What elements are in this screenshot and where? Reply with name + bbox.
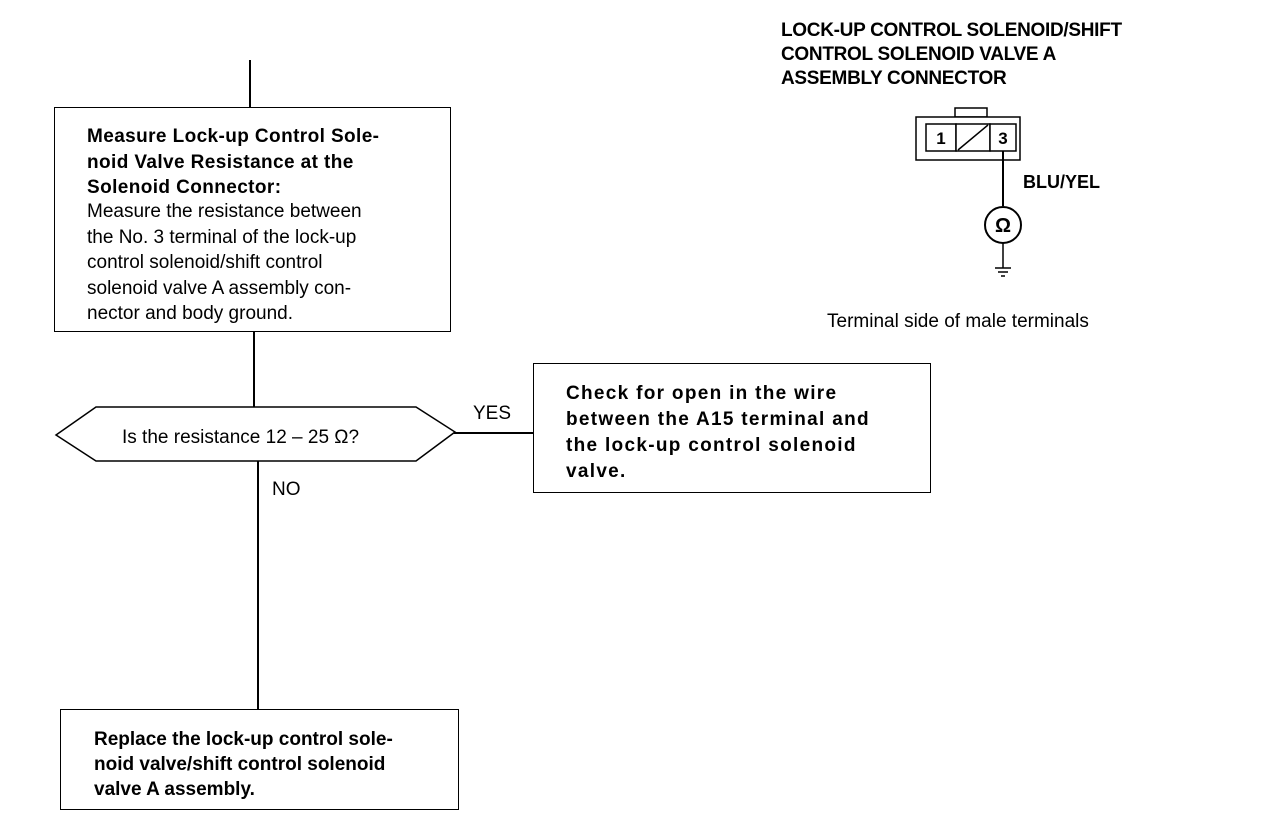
blank-terminal-slash bbox=[957, 124, 989, 151]
yes-result-text: Check for open in the wire between the A… bbox=[566, 381, 870, 485]
connector-title-line: LOCK-UP CONTROL SOLENOID/SHIFT bbox=[781, 20, 1122, 41]
connector-title-line: CONTROL SOLENOID VALVE A bbox=[781, 44, 1056, 65]
yes-result-line: valve. bbox=[566, 461, 627, 482]
measure-body-line: the No. 3 terminal of the lock-up bbox=[87, 226, 357, 248]
measure-to-decision-line bbox=[253, 331, 255, 409]
no-label: NO bbox=[272, 479, 301, 500]
yes-result-line: the lock-up control solenoid bbox=[566, 435, 857, 456]
no-result-text: Replace the lock-up control sole- noid v… bbox=[94, 727, 393, 802]
yes-result-box: Check for open in the wire between the A… bbox=[533, 363, 931, 493]
measure-body-line: control solenoid/shift control bbox=[87, 252, 323, 273]
measure-step-body: Measure the resistance between the No. 3… bbox=[87, 199, 362, 327]
connector-lock-tab bbox=[954, 107, 988, 118]
measure-title-line: Measure Lock-up Control Sole- bbox=[87, 126, 380, 147]
yes-flow-line bbox=[454, 432, 534, 434]
ohmmeter-symbol: Ω bbox=[995, 215, 1011, 237]
measure-body-line: Measure the resistance between bbox=[87, 201, 362, 222]
connector-title: LOCK-UP CONTROL SOLENOID/SHIFT CONTROL S… bbox=[781, 19, 1122, 91]
terminal-3-label: 3 bbox=[998, 129, 1007, 148]
measure-title-line: Solenoid Connector: bbox=[87, 177, 282, 198]
no-result-line: valve A assembly. bbox=[94, 779, 255, 800]
terminal-1-label: 1 bbox=[936, 129, 945, 148]
measure-body-line: solenoid valve A assembly con- bbox=[87, 277, 352, 299]
connector-diagram: 1 3 Ω bbox=[915, 107, 1022, 277]
decision-question: Is the resistance 12 – 25 Ω? bbox=[122, 427, 360, 448]
no-result-box: Replace the lock-up control sole- noid v… bbox=[60, 709, 459, 810]
entry-flow-line bbox=[249, 60, 251, 108]
connector-title-line: ASSEMBLY CONNECTOR bbox=[781, 68, 1007, 89]
measure-body-line: nector and body ground. bbox=[87, 303, 293, 324]
decision-shape bbox=[54, 406, 457, 462]
no-result-line: Replace the lock-up control sole- bbox=[94, 729, 393, 750]
measure-step-box: Measure Lock-up Control Sole- noid Valve… bbox=[54, 107, 451, 332]
no-result-line: noid valve/shift control solenoid bbox=[94, 754, 386, 775]
yes-label: YES bbox=[473, 403, 512, 424]
measure-title-line: noid Valve Resistance at the bbox=[87, 151, 354, 173]
wire-color-label: BLU/YEL bbox=[1023, 172, 1101, 192]
terminal-3-cell bbox=[989, 123, 1017, 152]
measure-step-title: Measure Lock-up Control Sole- noid Valve… bbox=[87, 124, 379, 201]
no-flow-line bbox=[257, 461, 259, 710]
terminal-1-cell bbox=[925, 123, 957, 152]
yes-result-line: Check for open in the wire bbox=[566, 383, 838, 404]
yes-result-line: between the A15 terminal and bbox=[566, 409, 870, 430]
connector-caption: Terminal side of male terminals bbox=[827, 311, 1089, 332]
